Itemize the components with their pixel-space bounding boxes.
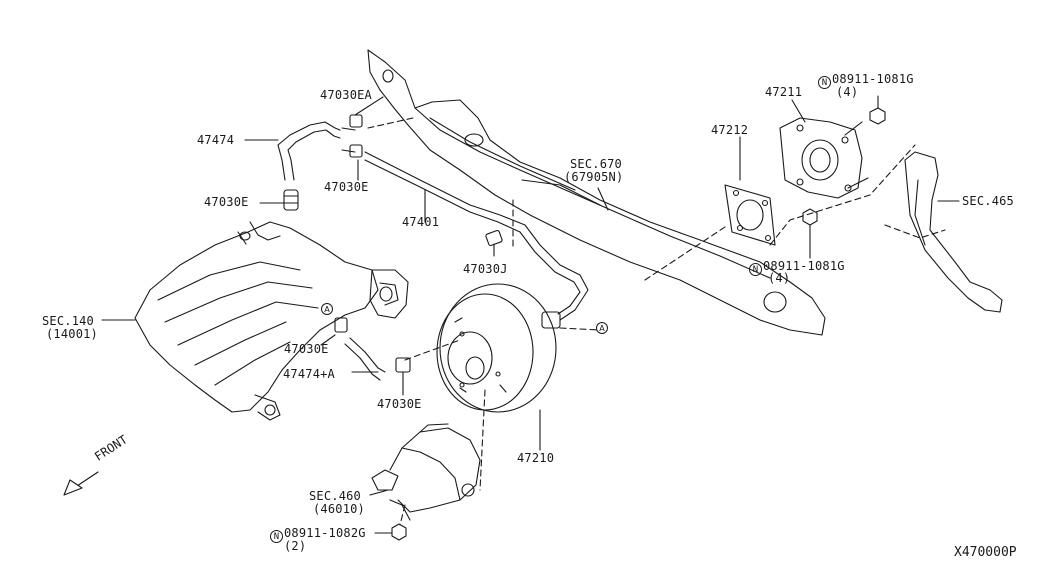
label-sec465: SEC.465 (962, 194, 1014, 208)
diagram-code: X470000P (954, 545, 1017, 560)
label-47474: 47474 (197, 133, 235, 147)
label-47401: 47401 (402, 215, 440, 229)
vacuum-pipe-47401 (365, 152, 588, 328)
label-47474a: 47474+A (283, 367, 335, 381)
label-47211: 47211 (765, 85, 803, 99)
label-sec460-sub: (46010) (313, 502, 365, 516)
label-sec670: SEC.670 (570, 157, 622, 171)
label-47030e-left: 47030E (284, 342, 329, 356)
ref-a-marker-right: A (596, 322, 608, 334)
dashed-leader-lines (368, 118, 945, 525)
leader-lines (102, 96, 959, 533)
vacuum-hose-47474a (335, 318, 410, 380)
booster-bracket (780, 118, 868, 198)
label-nut-bottom-qty: (2) (284, 539, 307, 553)
master-cylinder (372, 424, 480, 520)
brake-pedal (905, 152, 1002, 312)
label-sec140-sub: (14001) (46, 327, 98, 341)
brake-booster (437, 284, 556, 412)
label-sec670-sub: (67905N) (564, 170, 624, 184)
label-nut-top-qty: (4) (836, 85, 859, 99)
n-symbol-icon: N (818, 76, 831, 89)
label-47030e-hose: 47030E (204, 195, 249, 209)
label-47212: 47212 (711, 123, 749, 137)
n-symbol-icon: N (749, 263, 762, 276)
label-47030j: 47030J (463, 262, 508, 276)
vacuum-hose-47474 (278, 115, 362, 210)
gasket (725, 185, 775, 245)
label-sec140: SEC.140 (42, 314, 94, 328)
front-arrow (64, 472, 98, 495)
intake-manifold (135, 222, 408, 420)
ref-a-marker-left: A (321, 303, 333, 315)
n-symbol-icon: N (270, 530, 283, 543)
label-47030e-top: 47030E (324, 180, 369, 194)
label-47030e-right: 47030E (377, 397, 422, 411)
label-47210: 47210 (517, 451, 555, 465)
label-nut-mid-qty: (4) (768, 271, 791, 285)
label-47030ea: 47030EA (320, 88, 372, 102)
label-sec460: SEC.460 (309, 489, 361, 503)
flange-nuts (392, 108, 885, 540)
dash-panel (368, 50, 825, 335)
